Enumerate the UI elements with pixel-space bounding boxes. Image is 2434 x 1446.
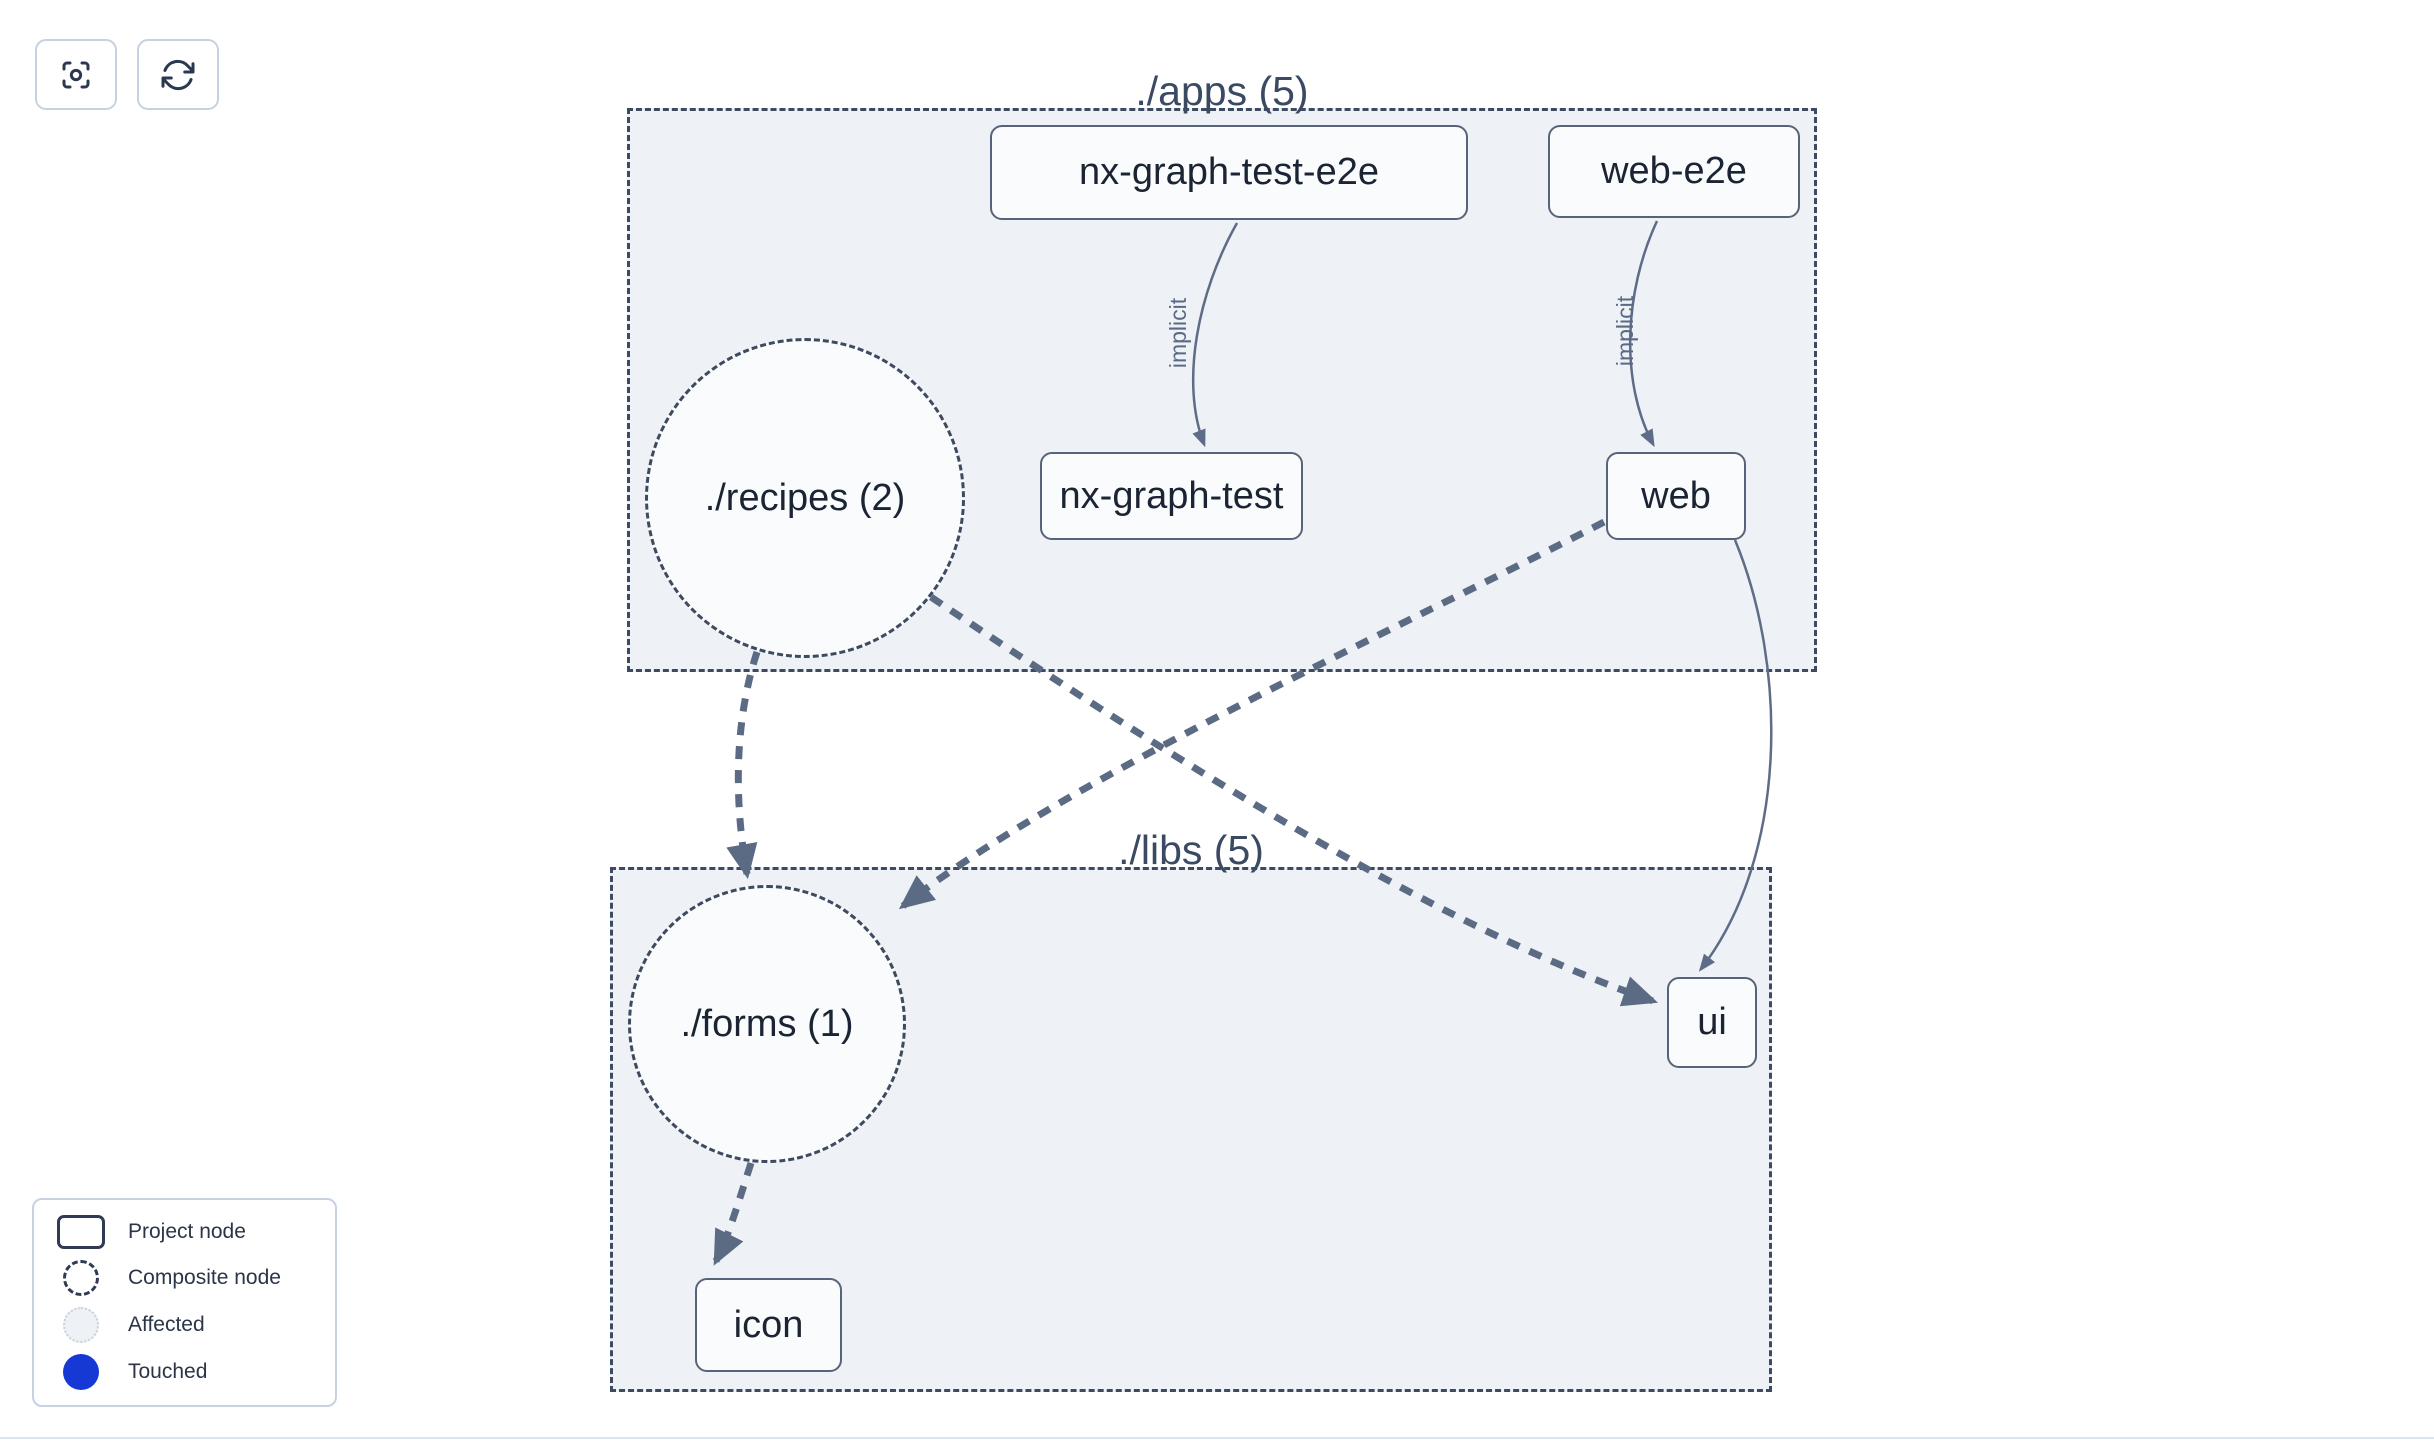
- node-icon[interactable]: icon: [695, 1278, 842, 1372]
- legend-label: Affected: [128, 1312, 205, 1336]
- edge-forms-to-icon[interactable]: [712, 1161, 755, 1266]
- touched-swatch: [63, 1353, 99, 1390]
- project-node-swatch: [57, 1215, 105, 1250]
- focus-button[interactable]: [35, 39, 117, 110]
- refresh-icon: [161, 59, 195, 90]
- edge-web-to-ui[interactable]: [1698, 539, 1773, 972]
- legend-label: Touched: [128, 1359, 208, 1383]
- edge-recipes-to-forms[interactable]: [726, 650, 761, 880]
- edge-web-e2e-to-web[interactable]: [1629, 220, 1659, 448]
- affected-swatch: [63, 1306, 99, 1343]
- legend-label: Composite node: [128, 1266, 281, 1290]
- edge-label-implicit-1: implicit: [1165, 297, 1191, 368]
- panel-bottom-divider: [0, 1437, 2434, 1439]
- legend-label: Project node: [128, 1220, 246, 1244]
- legend-item-touched: Touched: [34, 1353, 335, 1390]
- node-nx-graph-test[interactable]: nx-graph-test: [1040, 452, 1303, 540]
- legend-item-composite-node: Composite node: [34, 1260, 335, 1297]
- edge-label-implicit-2: implicit: [1612, 295, 1638, 366]
- legend-item-project-node: Project node: [34, 1215, 335, 1250]
- composite-node-swatch: [63, 1260, 99, 1297]
- composite-node-recipes[interactable]: ./recipes (2): [645, 338, 965, 658]
- node-web[interactable]: web: [1606, 452, 1746, 540]
- edge-web-to-forms[interactable]: [898, 518, 1606, 910]
- node-web-e2e[interactable]: web-e2e: [1548, 125, 1800, 218]
- legend-panel: Project node Composite node Affected Tou…: [32, 1198, 337, 1407]
- group-apps-label: ./apps (5): [1135, 67, 1309, 114]
- graph-toolbar: [35, 39, 219, 110]
- edge-recipes-to-ui[interactable]: [929, 594, 1658, 1007]
- composite-node-forms[interactable]: ./forms (1): [628, 885, 906, 1163]
- legend-item-affected: Affected: [34, 1306, 335, 1343]
- focus-icon: [62, 61, 90, 88]
- node-nx-graph-test-e2e[interactable]: nx-graph-test-e2e: [990, 125, 1468, 220]
- group-libs-label: ./libs (5): [1118, 826, 1264, 873]
- node-ui[interactable]: ui: [1667, 977, 1757, 1068]
- edge-nx-graph-test-e2e-to-nx-graph-test[interactable]: [1191, 222, 1239, 448]
- refresh-button[interactable]: [137, 39, 219, 110]
